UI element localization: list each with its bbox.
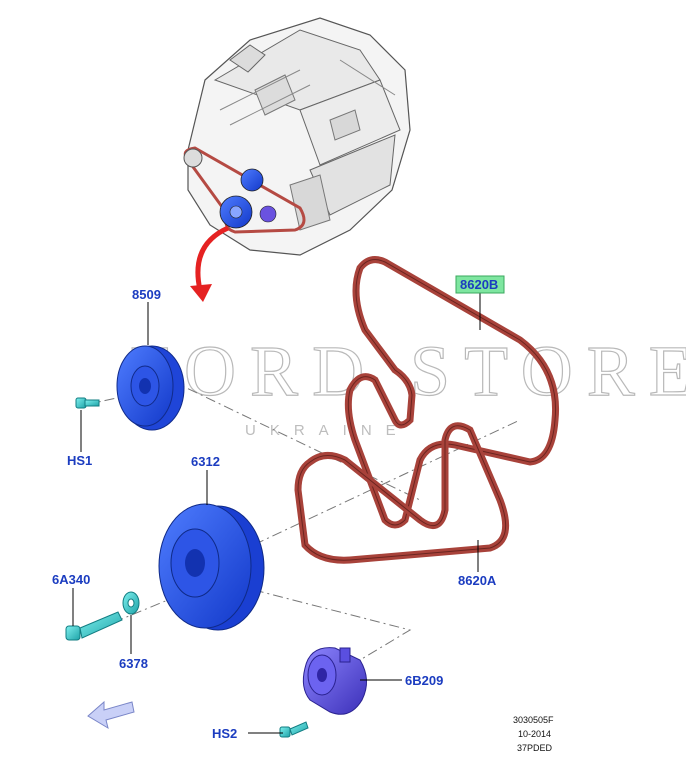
watermark-subtitle: UKRAINE — [245, 422, 410, 439]
label-hs2: HS2 — [212, 726, 237, 741]
bolt-hs1 — [75, 397, 100, 409]
leader-lines — [72, 292, 481, 734]
footer-code: 3030505F — [513, 715, 554, 725]
label-6312: 6312 — [191, 454, 220, 469]
washer-6378 — [122, 591, 140, 615]
label-hs1: HS1 — [67, 453, 92, 468]
label-6378: 6378 — [119, 656, 148, 671]
label-8509: 8509 — [132, 287, 161, 302]
pulley-6312 — [158, 503, 265, 631]
belt-8620b — [344, 256, 560, 529]
belt-8620a — [294, 422, 510, 564]
label-8620b: 8620B — [460, 277, 498, 292]
watermark-title: FORD STORE — [130, 331, 686, 411]
pulley-8509 — [116, 345, 185, 431]
label-6b209: 6B209 — [405, 673, 443, 688]
footer-ref: 37PDED — [517, 743, 553, 753]
tensioner-6b209 — [302, 647, 367, 715]
bolt-hs2 — [279, 721, 309, 738]
highlight-8620b — [455, 275, 505, 294]
front-arrow-icon — [87, 700, 135, 730]
label-6a340: 6A340 — [52, 572, 90, 587]
label-8620a: 8620A — [458, 573, 497, 588]
engine-illustration — [183, 17, 411, 256]
bolt-6a340 — [65, 611, 123, 641]
footer-date: 10-2014 — [518, 729, 551, 739]
red-arrow-icon — [190, 225, 230, 302]
